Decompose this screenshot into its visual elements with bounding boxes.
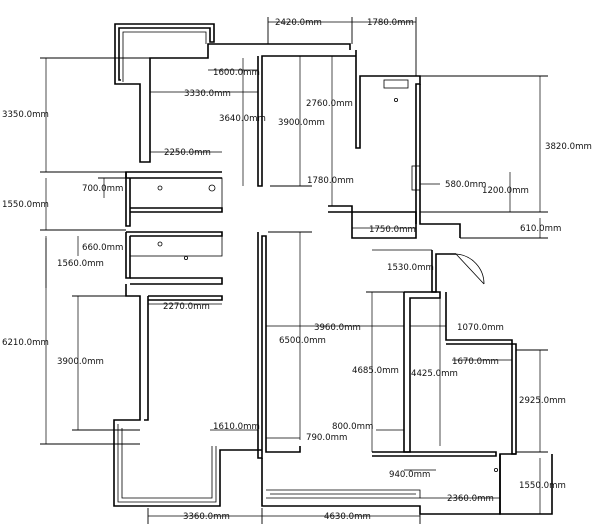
- dim-label-2760: 2760.0mm: [306, 99, 353, 109]
- dim-label-2250: 2250.0mm: [164, 148, 211, 158]
- dim-label-2420: 2420.0mm: [275, 18, 322, 28]
- balcony-bottom-left-inner: [117, 424, 217, 503]
- dim-label-2360: 2360.0mm: [447, 494, 494, 504]
- sink-icon: [208, 184, 216, 192]
- drain-icon: [493, 467, 498, 472]
- wall-bath-left: [125, 232, 131, 279]
- wall-mid-divider: [130, 207, 223, 213]
- dim-label-660: 660.0mm: [82, 243, 123, 253]
- dim-label-1550-right: 1550.0mm: [519, 481, 566, 491]
- dim-label-1070: 1070.0mm: [457, 323, 504, 333]
- sink-icon: [157, 185, 163, 191]
- appliance-box: [411, 165, 421, 191]
- balcony-bottom-left: [113, 419, 262, 507]
- dimension-lines: [40, 17, 548, 524]
- wall-corridor-upper: [351, 211, 417, 239]
- dim-label-1670: 1670.0mm: [452, 357, 499, 367]
- dim-label-1550-left: 1550.0mm: [2, 200, 49, 210]
- lobby-fixture: [383, 79, 409, 89]
- dim-label-2925: 2925.0mm: [519, 396, 566, 406]
- walls: [113, 23, 553, 515]
- dim-label-3820: 3820.0mm: [545, 142, 592, 152]
- dim-label-3900-top: 3900.0mm: [278, 118, 325, 128]
- dim-label-1750: 1750.0mm: [369, 225, 416, 235]
- dimension-labels: 2420.0mm 1780.0mm 1600.0mm 3330.0mm 2760…: [2, 18, 592, 522]
- dim-label-1780-top: 1780.0mm: [367, 18, 414, 28]
- dim-label-1610: 1610.0mm: [213, 422, 260, 432]
- dim-label-6500: 6500.0mm: [279, 336, 326, 346]
- dim-label-610: 610.0mm: [520, 224, 561, 234]
- dim-label-3960: 3960.0mm: [314, 323, 361, 333]
- bath-counter: [129, 235, 223, 257]
- dim-label-1780-mid: 1780.0mm: [307, 176, 354, 186]
- dim-label-580: 580.0mm: [445, 180, 486, 190]
- dim-label-3360: 3360.0mm: [183, 512, 230, 522]
- wall-left-lower: [120, 284, 141, 421]
- dim-label-4630: 4630.0mm: [324, 512, 371, 522]
- dim-label-1560: 1560.0mm: [57, 259, 104, 269]
- balcony-bottom-left-inner2: [121, 428, 213, 499]
- wall-kitchen-top: [125, 171, 222, 179]
- entry-door-leaf: [455, 253, 485, 285]
- fixtures: [129, 79, 498, 472]
- dim-label-4685: 4685.0mm: [352, 366, 399, 376]
- wall-right-lower: [372, 451, 497, 457]
- balcony-top-left: [114, 23, 215, 85]
- wall-top-lobby: [355, 50, 421, 224]
- dim-label-700: 700.0mm: [82, 184, 123, 194]
- wall-central-vertical: [257, 232, 301, 459]
- dim-label-3900-bot: 3900.0mm: [57, 357, 104, 367]
- sink-icon: [183, 255, 188, 260]
- wall-bath-top: [126, 231, 223, 237]
- dim-label-1530: 1530.0mm: [387, 263, 434, 273]
- wall-right-room: [445, 292, 517, 455]
- dim-label-790: 790.0mm: [306, 433, 347, 443]
- dim-label-1600: 1600.0mm: [213, 68, 260, 78]
- kitchen-counter-upper: [129, 177, 223, 209]
- wall-kitchen-left: [125, 172, 131, 227]
- wall-room-bottom-left: [148, 295, 223, 301]
- wall-bath-bottom: [130, 277, 223, 285]
- dim-label-800: 800.0mm: [332, 422, 373, 432]
- dim-label-4425: 4425.0mm: [411, 369, 458, 379]
- wall-lobby-horizontal: [328, 205, 353, 213]
- wall-left-lower-inner: [144, 296, 149, 421]
- sink-icon: [157, 241, 163, 247]
- dim-label-940: 940.0mm: [389, 470, 430, 480]
- dim-label-3640: 3640.0mm: [219, 114, 266, 124]
- wall-right-upper: [419, 84, 461, 238]
- dim-label-6210: 6210.0mm: [2, 338, 49, 348]
- dim-label-1200: 1200.0mm: [482, 186, 529, 196]
- balcony-top-left-inner: [122, 31, 207, 82]
- wall-bottom: [261, 453, 516, 515]
- wall-entry: [431, 250, 456, 293]
- balcony-bottom: [266, 489, 421, 499]
- dim-label-2270: 2270.0mm: [163, 302, 210, 312]
- drain-icon: [393, 98, 398, 103]
- entry-door-swing: [455, 253, 485, 285]
- dim-label-3330: 3330.0mm: [184, 89, 231, 99]
- dim-label-3350: 3350.0mm: [2, 110, 49, 120]
